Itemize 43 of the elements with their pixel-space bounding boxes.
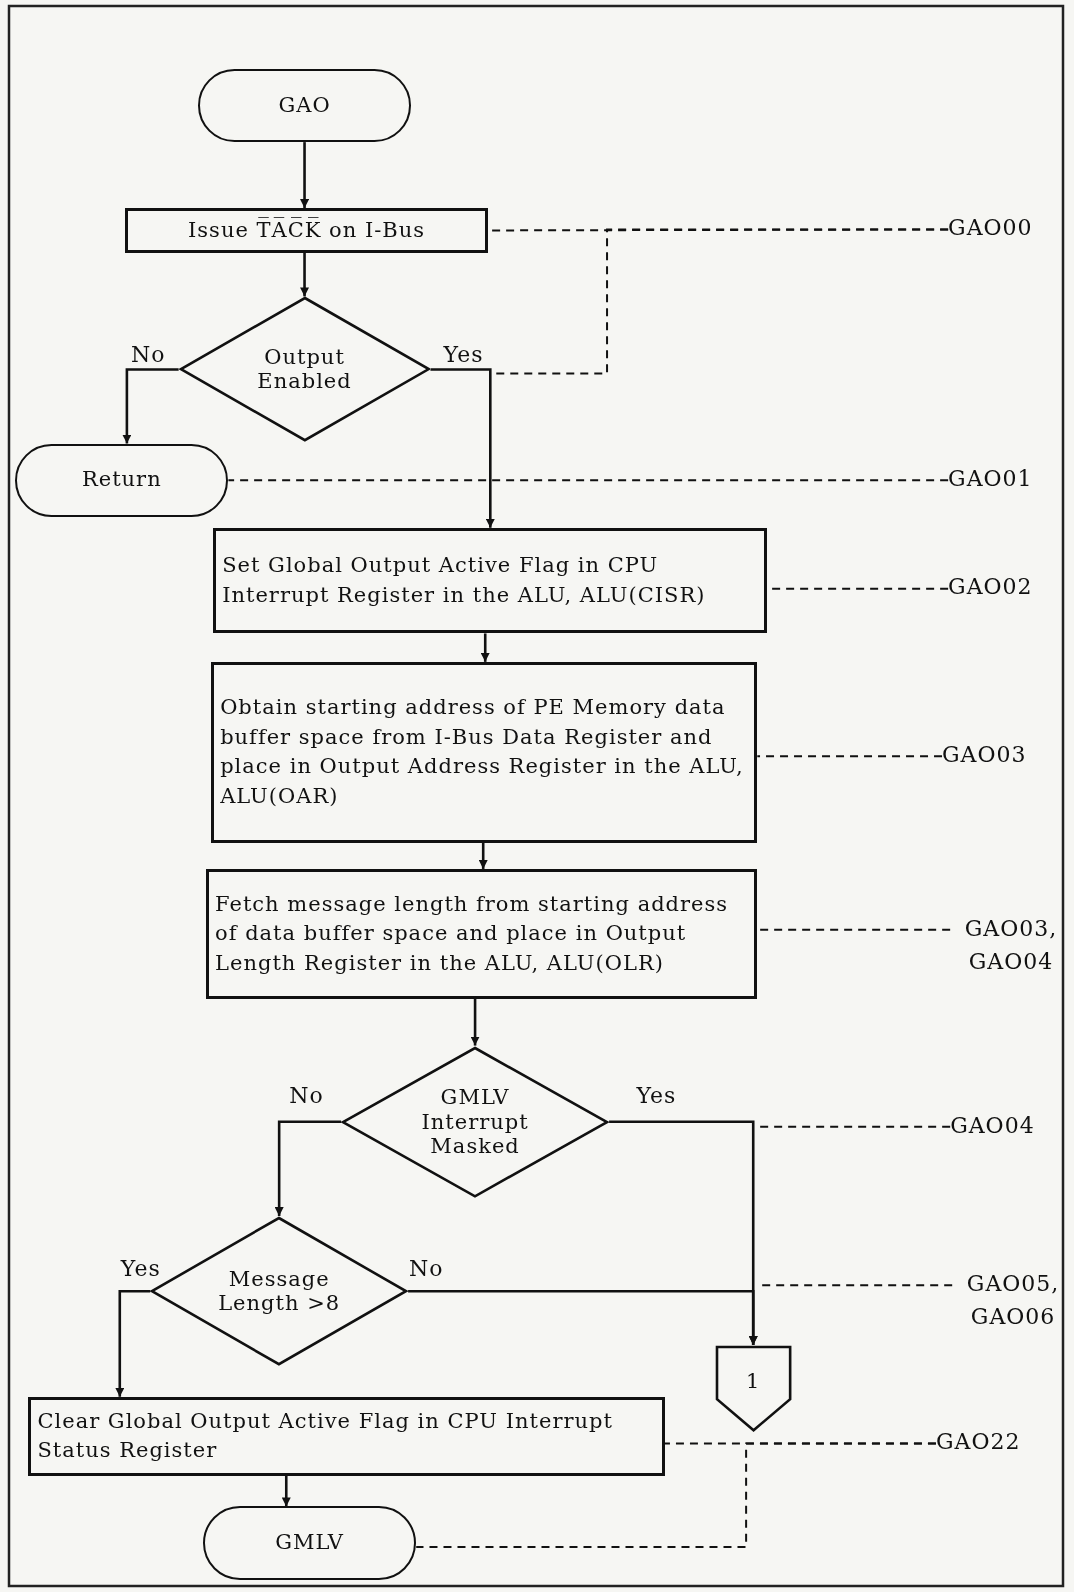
flow-arrow [408, 1289, 758, 1346]
reference-label: GAO22 [935, 1425, 1056, 1462]
decision-diamond [178, 296, 431, 443]
flow-arrow [300, 252, 310, 297]
flow-arrow [122, 368, 179, 444]
off-page-connector [714, 1345, 792, 1433]
reference-label: GAO05, GAO06 [952, 1266, 1074, 1338]
flow-arrow [430, 368, 495, 528]
decision-diamond [341, 1045, 610, 1198]
reference-label: GAO02 [948, 570, 1068, 607]
reference-label: GAO01 [948, 461, 1068, 499]
step-text: Issue T̅A̅C̅K̅ on I-Bus [188, 216, 426, 244]
flow-arrow [281, 1476, 291, 1507]
terminal-text: Return [81, 466, 162, 494]
terminal-text: GMLV [275, 1529, 345, 1557]
reference-label: GAO04 [950, 1108, 1070, 1146]
reference-label: GAO03 [942, 738, 1062, 775]
flow-arrow [115, 1289, 151, 1397]
step-text: Obtain starting address of PE Memory data buffer space from I-Bus Data Register and place in Output Address Register in the ALU, ALU(OAR) [220, 694, 745, 810]
step-text: Fetch message length from starting address of data buffer space and place in Output Length Register in the ALU, ALU(OLR) [215, 890, 730, 977]
reference-label: GAO00 [948, 211, 1068, 248]
step-text: Clear Global Output Active Flag in CPU Interrupt Status Register [37, 1408, 614, 1465]
decision-text: Message Length >8 [217, 1267, 342, 1316]
terminal-text: GAO [278, 91, 331, 119]
flow-arrow [478, 842, 488, 869]
process-box [124, 208, 489, 253]
process-box [206, 868, 758, 999]
reference-label: GAO03, GAO04 [950, 911, 1072, 983]
leader-line [756, 755, 944, 758]
leader-line [227, 479, 950, 482]
flow-arrow [300, 142, 310, 209]
leader-line [415, 1442, 937, 1549]
flow-arrow [480, 633, 490, 662]
process-box [211, 661, 758, 843]
step-text: Set Global Output Active Flag in CPU Interrupt Register in the ALU, ALU(CISR) [222, 552, 707, 609]
flow-arrow [470, 998, 480, 1046]
connector-number: 1 [746, 1368, 761, 1395]
process-box [213, 527, 768, 634]
process-box [28, 1396, 665, 1476]
leader-line [493, 228, 950, 375]
decision-text: Output Enabled [256, 345, 353, 394]
flow-arrow [274, 1120, 342, 1217]
decision-text: GMLV Interrupt Masked [420, 1085, 530, 1158]
